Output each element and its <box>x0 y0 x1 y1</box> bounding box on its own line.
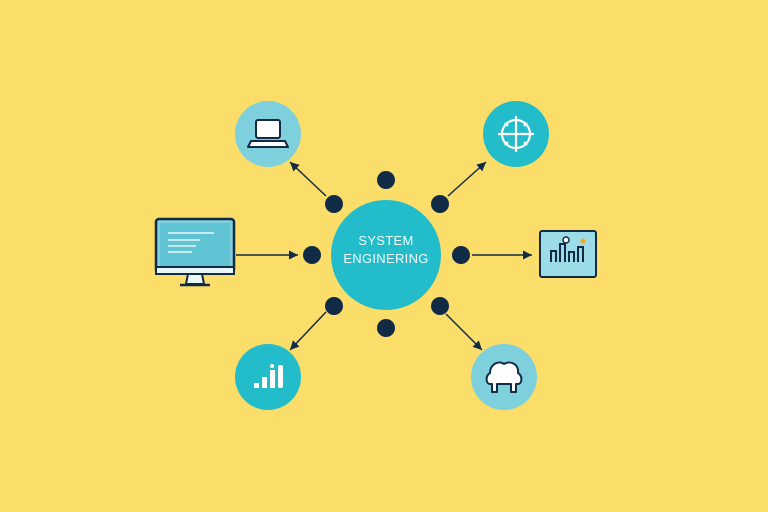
arrow-to-bar-chart <box>289 311 327 351</box>
arrow-to-settings <box>447 161 487 197</box>
center-label-line2: ENGINERING <box>343 251 429 266</box>
center-hub <box>331 200 441 310</box>
chart-board-node <box>539 230 597 278</box>
bar-chart-node <box>235 344 301 410</box>
hub-dot <box>325 195 343 213</box>
hub-dot <box>377 319 395 337</box>
monitor-node <box>154 217 236 287</box>
hub-dot <box>431 297 449 315</box>
hub-dot <box>325 297 343 315</box>
center-label-line1: SYSTEM <box>358 233 414 248</box>
hub-dot <box>303 246 321 264</box>
center-label: SYSTEM ENGINERING <box>328 232 444 268</box>
cloud-node <box>471 344 537 410</box>
hub-dot <box>452 246 470 264</box>
chart-board-icon <box>539 230 597 278</box>
arrow-to-laptop <box>289 161 327 197</box>
settings-gear-icon <box>498 116 534 152</box>
laptop-node <box>235 101 301 167</box>
bar-chart-icon <box>254 364 283 388</box>
hub-dot <box>377 171 395 189</box>
hub-dot <box>431 195 449 213</box>
cloud-icon <box>485 361 523 393</box>
settings-node <box>483 101 549 167</box>
laptop-icon <box>247 119 289 148</box>
hub-dots <box>303 171 470 337</box>
connector-arrows <box>236 161 532 351</box>
arrow-to-cloud <box>445 313 483 351</box>
monitor-icon <box>154 217 236 287</box>
